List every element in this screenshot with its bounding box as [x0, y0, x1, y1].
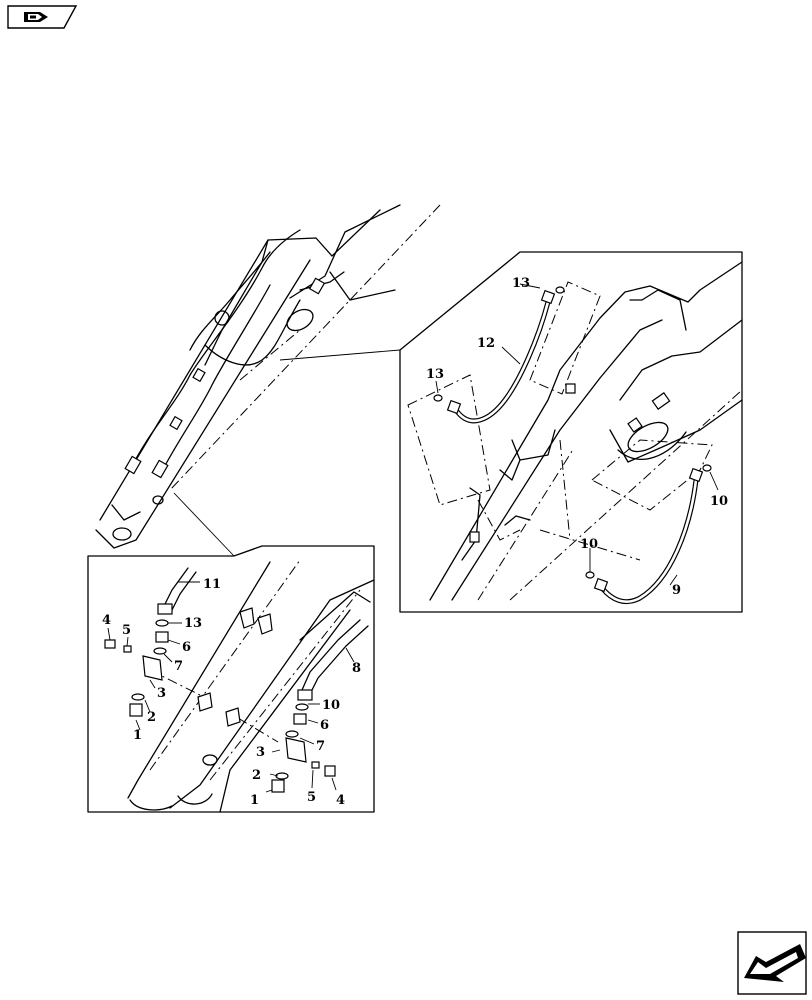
callout-10[interactable]: 10 — [710, 494, 728, 509]
callout-5[interactable]: 5 — [122, 623, 131, 638]
detail-view-right — [399, 251, 743, 613]
callout-2[interactable]: 2 — [252, 768, 261, 783]
book-index-icon[interactable] — [7, 5, 78, 29]
leader-to-detail-right — [279, 349, 401, 361]
callout-13[interactable]: 13 — [184, 616, 202, 631]
leader-to-detail-left — [173, 492, 235, 557]
callout-10[interactable]: 10 — [322, 698, 340, 713]
callout-7[interactable]: 7 — [316, 739, 325, 754]
callout-13[interactable]: 13 — [512, 276, 530, 291]
callout-3[interactable]: 3 — [157, 686, 166, 701]
callout-2[interactable]: 2 — [147, 710, 156, 725]
next-page-arrow-icon[interactable] — [737, 931, 807, 995]
callout-12[interactable]: 12 — [477, 336, 495, 351]
main-boom-view — [95, 204, 441, 549]
callout-11[interactable]: 11 — [203, 577, 221, 592]
callout-4[interactable]: 4 — [102, 613, 111, 628]
detail-view-left — [87, 545, 375, 813]
callout-6[interactable]: 6 — [320, 718, 329, 733]
callout-13[interactable]: 13 — [426, 367, 444, 382]
callout-9[interactable]: 9 — [672, 583, 681, 598]
callout-4[interactable]: 4 — [336, 793, 345, 808]
callout-7[interactable]: 7 — [174, 659, 183, 674]
callout-5[interactable]: 5 — [307, 790, 316, 805]
callout-1[interactable]: 1 — [133, 728, 142, 743]
callout-6[interactable]: 6 — [182, 640, 191, 655]
callout-1[interactable]: 1 — [250, 793, 259, 808]
callout-10[interactable]: 10 — [580, 537, 598, 552]
callout-3[interactable]: 3 — [256, 745, 265, 760]
callout-8[interactable]: 8 — [352, 661, 361, 676]
